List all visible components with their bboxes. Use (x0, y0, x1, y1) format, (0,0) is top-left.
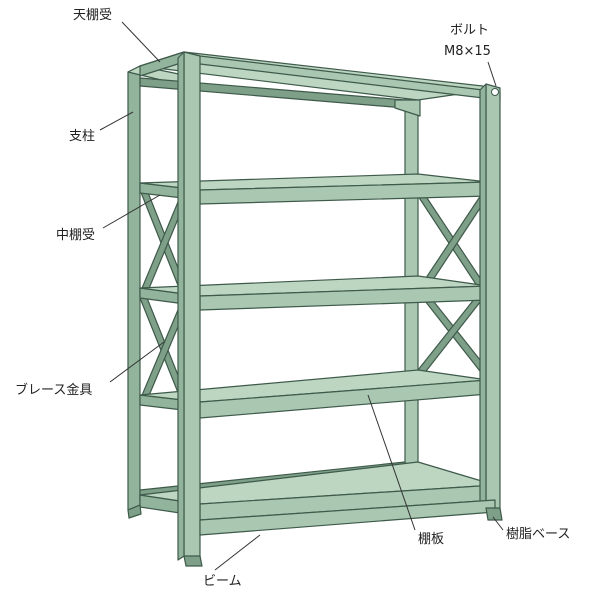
top-right-bracket (394, 99, 421, 117)
bolt-head (491, 88, 499, 96)
resin-base-right (485, 507, 503, 521)
label-mid-shelf-bracket: 中棚受 (56, 228, 95, 243)
label-resin-base: 樹脂ベース (506, 527, 570, 542)
front-left-post-side (177, 51, 185, 561)
front-right-post-side (479, 83, 487, 513)
leader-beam (214, 534, 261, 571)
leader-brace-fitting (109, 341, 165, 383)
front-frame (127, 51, 503, 567)
label-post: 支柱 (69, 129, 95, 144)
leader-mid-shelf-bracket (102, 194, 161, 229)
resin-base-left (183, 555, 203, 567)
leader-lines (99, 21, 504, 571)
label-bolt-line2: M8×15 (444, 44, 491, 59)
label-beam: ビーム (203, 574, 242, 589)
leader-shelf-board (367, 394, 416, 531)
label-brace-fitting: ブレース金具 (15, 382, 92, 398)
leader-top-shelf-bracket (121, 21, 161, 63)
leader-bolt (487, 61, 497, 87)
resin-base-rear (127, 504, 142, 519)
label-shelf-board: 棚板 (418, 532, 444, 547)
shelf-boards (139, 173, 496, 521)
front-left-post (183, 51, 201, 561)
rear-left-post (127, 65, 141, 511)
label-bolt-line1: ボルト (450, 23, 489, 38)
callout-labels: 天棚受 ボルト M8×15 支柱 中棚受 ブレース金具 棚板 樹脂ベース ビーム (15, 8, 570, 589)
label-top-shelf-bracket: 天棚受 (73, 8, 112, 23)
leader-post (99, 111, 134, 131)
front-right-post (485, 83, 501, 513)
leader-resin-base (492, 516, 504, 531)
